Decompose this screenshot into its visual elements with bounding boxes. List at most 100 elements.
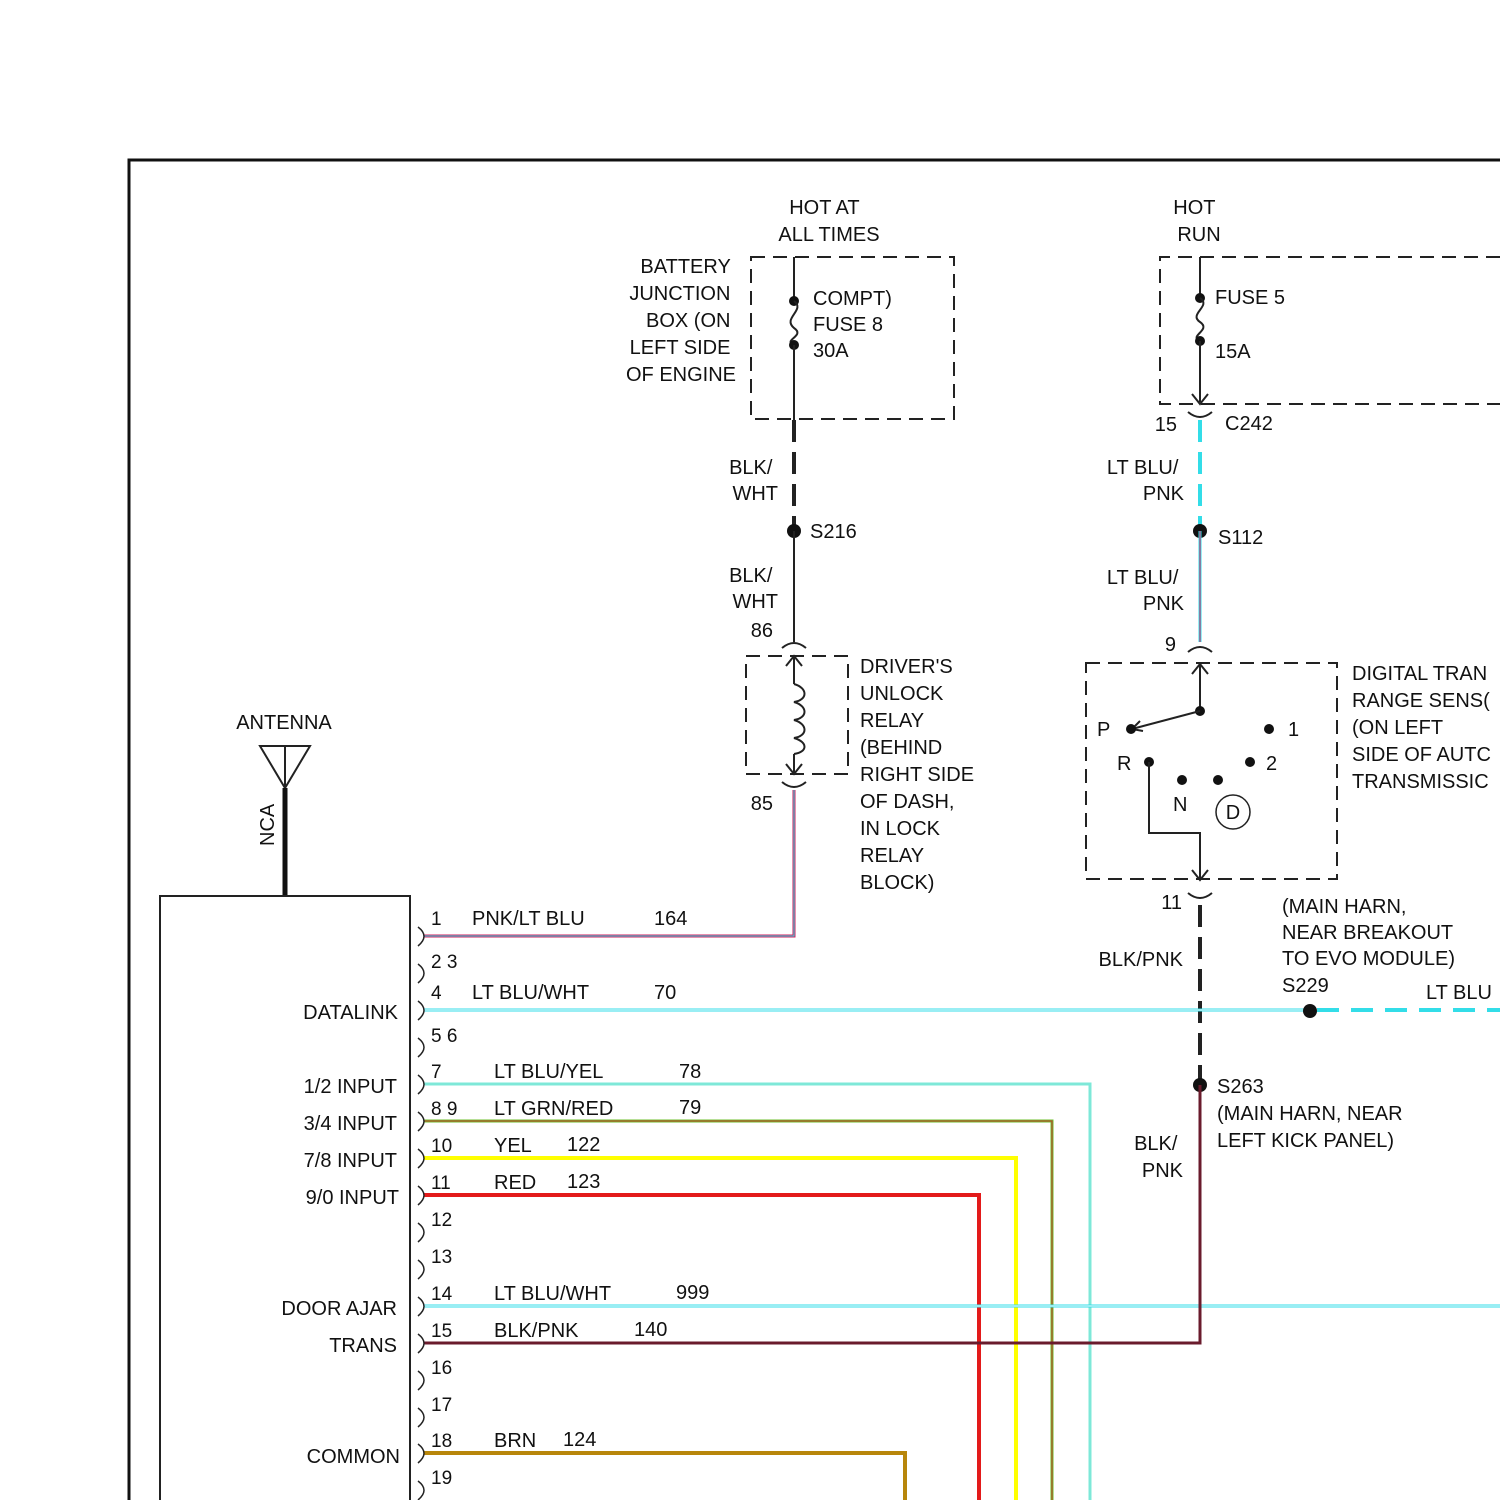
connector-pin-row: 11 RED 123	[418, 1171, 600, 1205]
relay-arrow-bottom	[786, 754, 802, 774]
position-2-contact	[1245, 757, 1255, 767]
pin-connector-mark	[418, 1371, 424, 1390]
connector-pin-row: 13	[418, 1247, 452, 1279]
position-n-label: N	[1173, 794, 1187, 816]
position-p-contact	[1126, 724, 1136, 734]
pin-number: 19	[431, 1468, 452, 1489]
pin-connector-mark	[418, 1075, 424, 1094]
position-d-label: D	[1226, 802, 1240, 824]
pin-connector-mark	[418, 1334, 424, 1353]
pin-connector-mark	[418, 1481, 424, 1500]
battery-junction-box	[751, 257, 954, 419]
pin-connector-mark	[418, 1408, 424, 1427]
pin-connector-mark	[418, 1001, 424, 1020]
pin-number: 8 9	[431, 1099, 457, 1120]
pin-wire-color: LT BLU/WHT	[472, 982, 589, 1004]
pin-wire-color: LT BLU/YEL	[494, 1061, 603, 1083]
s229-description: (MAIN HARN, NEAR BREAKOUT TO EVO MODULE)	[1282, 896, 1458, 970]
pin-connector-mark	[418, 927, 424, 946]
connector-pin-row: 15 BLK/PNK 140	[418, 1319, 667, 1353]
position-r-label: R	[1117, 753, 1131, 775]
pin-connector-mark	[418, 1186, 424, 1205]
pin-circuit-number: 999	[676, 1282, 709, 1304]
fuse8-label: COMPT) FUSE 8 30A	[813, 288, 897, 362]
fuse5-symbol	[1197, 298, 1204, 341]
connector-pin-row: 7 LT BLU/YEL 78	[418, 1061, 701, 1094]
s112-label: S112	[1218, 527, 1263, 549]
hot-run-label: HOT RUN	[1173, 197, 1220, 246]
pin-wire-color: BRN	[494, 1430, 536, 1452]
connector-pin-row: 18 BRN 124	[418, 1429, 596, 1463]
position-n-contact	[1177, 775, 1187, 785]
pin-circuit-number: 140	[634, 1319, 667, 1341]
fuse5-box	[1160, 257, 1500, 404]
pin-circuit-number: 164	[654, 908, 687, 930]
sensor-pin-9: 9	[1165, 634, 1176, 656]
function-input-12: 1/2 INPUT	[304, 1076, 397, 1098]
connector-pin-row: 16	[418, 1358, 452, 1390]
sensor-connector-bottom	[1188, 893, 1212, 898]
pin-circuit-number: 79	[679, 1097, 701, 1119]
fuse5-output-arrow	[1192, 341, 1208, 404]
position-1-contact	[1264, 724, 1274, 734]
pin-number: 17	[431, 1395, 452, 1416]
relay-arrow-top	[786, 656, 802, 684]
pin-number: 18	[431, 1431, 452, 1452]
pin-number: 10	[431, 1136, 452, 1157]
pin-number: 4	[431, 983, 442, 1004]
connector-pin-row: 10 YEL 122	[418, 1134, 600, 1168]
blk-wht-label-1: BLK/ WHT	[729, 457, 778, 505]
sensor-label: DIGITAL TRAN RANGE SENS( (ON LEFT SIDE O…	[1352, 663, 1496, 793]
position-2-label: 2	[1266, 753, 1277, 775]
fuse5-label: FUSE 5 15A	[1215, 287, 1291, 363]
sensor-arrow-top	[1192, 664, 1208, 711]
function-door-ajar: DOOR AJAR	[281, 1298, 397, 1320]
function-input-78: 7/8 INPUT	[304, 1150, 397, 1172]
function-input-34: 3/4 INPUT	[304, 1113, 397, 1135]
sensor-switch-arm	[1132, 711, 1200, 729]
antenna-label: ANTENNA	[236, 712, 332, 734]
wire-124-brn	[424, 1453, 905, 1500]
relay-pin-85: 85	[751, 793, 773, 815]
hot-at-all-times-label: HOT AT ALL TIMES	[778, 197, 879, 246]
s216-label: S216	[810, 521, 857, 543]
s263-label: S263	[1217, 1076, 1264, 1098]
battery-junction-box-label: BATTERY JUNCTION BOX (ON LEFT SIDE OF EN…	[626, 256, 736, 386]
blk-wht-label-2: BLK/ WHT	[729, 565, 778, 613]
pin-wire-color: PNK/LT BLU	[472, 908, 585, 930]
nca-wire-label: NCA	[257, 803, 279, 846]
function-input-90: 9/0 INPUT	[306, 1187, 399, 1209]
pin-wire-color: RED	[494, 1172, 536, 1194]
pin-circuit-number: 122	[567, 1134, 600, 1156]
pin-connector-mark	[418, 1444, 424, 1463]
c242-pin-label: 15	[1155, 414, 1177, 436]
pin-connector-mark	[418, 1223, 424, 1242]
pin-number: 11	[431, 1173, 451, 1194]
blk-pnk-low-label: BLK/ PNK	[1134, 1133, 1184, 1182]
fuse8-symbol	[791, 301, 798, 345]
s229-label: S229	[1282, 975, 1329, 997]
position-1-label: 1	[1288, 719, 1299, 741]
connector-pin-row: 1 PNK/LT BLU 164	[418, 908, 687, 946]
connector-pin-row: 5 6	[418, 1026, 457, 1057]
position-d-contact	[1213, 775, 1223, 785]
pin-number: 7	[431, 1062, 442, 1083]
lt-blu-right-label: LT BLU	[1426, 982, 1492, 1004]
relay-pin-86: 86	[751, 620, 773, 642]
pin-connector-mark	[418, 1149, 424, 1168]
pin-connector-mark	[418, 1297, 424, 1316]
connector-pin-row: 4 LT BLU/WHT 70	[418, 982, 676, 1020]
splice-s229	[1303, 1004, 1317, 1018]
pin-wire-color: YEL	[494, 1135, 532, 1157]
relay-coil	[794, 684, 805, 754]
lt-blu-pnk-label-1: LT BLU/ PNK	[1107, 457, 1185, 505]
pin-number: 1	[431, 909, 442, 930]
connector-pin-row: 12	[418, 1210, 452, 1242]
pin-number: 5 6	[431, 1026, 457, 1047]
sensor-connector-top	[1188, 647, 1212, 652]
c242-label: C242	[1225, 413, 1273, 435]
pin-wire-color: LT BLU/WHT	[494, 1283, 611, 1305]
pin-number: 16	[431, 1358, 452, 1379]
sensor-pin-11: 11	[1161, 892, 1182, 914]
